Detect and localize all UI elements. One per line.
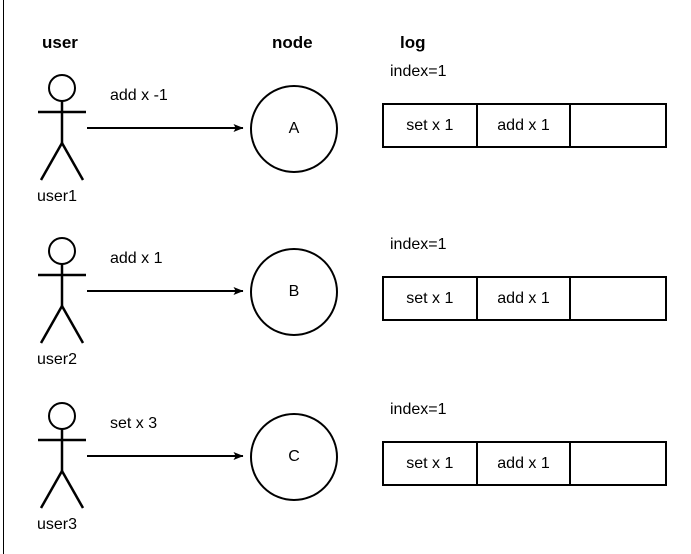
log-cell: add x 1 [478,278,572,319]
message-label-user1: add x -1 [110,87,168,104]
stick-figure-user2 [38,237,86,344]
node-circle-b [250,248,338,336]
actor-label-user1: user1 [37,188,78,205]
index-label-row3: index=1 [390,401,447,418]
index-label-row2: index=1 [390,236,447,253]
log-cell [571,443,665,484]
node-label-a: A [288,120,300,137]
log-cell: set x 1 [384,105,478,146]
log-cell: add x 1 [478,443,572,484]
message-label-user2: add x 1 [110,250,163,267]
index-label-row1: index=1 [390,63,447,80]
column-header-user: user [42,33,78,52]
node-circle-a [250,85,338,173]
log-cell: add x 1 [478,105,572,146]
stick-figure-user3 [38,402,86,509]
message-label-user3: set x 3 [110,415,158,432]
log-cell: set x 1 [384,443,478,484]
log-table-row1: set x 1 add x 1 [382,103,667,148]
node-circle-c [250,413,338,501]
column-header-log: log [400,33,426,52]
log-cell: set x 1 [384,278,478,319]
actor-label-user3: user3 [37,516,78,533]
actor-label-user2: user2 [37,351,78,368]
log-cell [571,278,665,319]
log-table-row2: set x 1 add x 1 [382,276,667,321]
stick-figure-user1 [38,74,86,181]
log-table-row3: set x 1 add x 1 [382,441,667,486]
node-label-b: B [288,283,300,300]
column-header-node: node [272,33,313,52]
canvas-left-border [3,0,4,554]
log-cell [571,105,665,146]
node-label-c: C [288,448,300,465]
